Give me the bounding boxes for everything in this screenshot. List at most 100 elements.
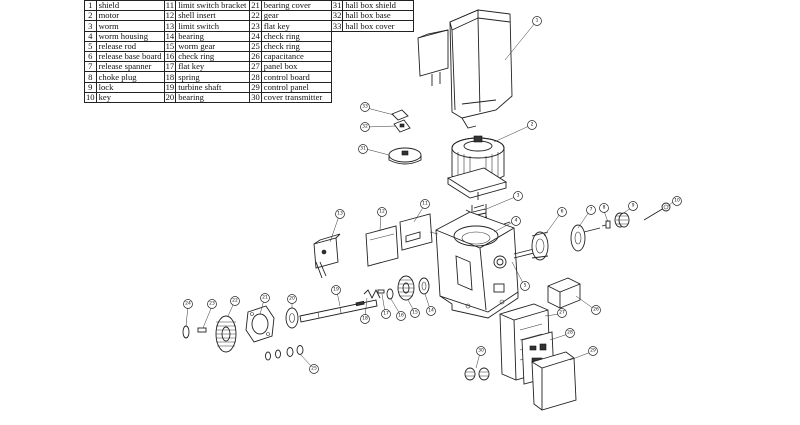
callout-28: 28 [565, 328, 575, 338]
choke-plug-part [601, 220, 611, 229]
callout-30: 30 [476, 346, 486, 356]
callout-label: 33 [362, 104, 368, 110]
callout-25: 25 [309, 364, 319, 374]
callout-8: 8 [599, 203, 609, 213]
callout-label: 26 [593, 307, 599, 313]
parts-list-table: 1 shield 11 limit switch bracket 21 bear… [84, 0, 415, 103]
callout-label: 13 [337, 211, 343, 217]
callout-label: 25 [311, 366, 317, 372]
bearing-part [418, 277, 430, 295]
callout-20: 20 [287, 294, 297, 304]
part-name: cover transmitter [260, 91, 332, 103]
small-shaft-parts [363, 288, 394, 300]
callout-5: 5 [520, 281, 530, 291]
callout-18: 18 [360, 314, 370, 324]
callout-label: 16 [398, 313, 404, 319]
callout-label: 3 [517, 193, 520, 199]
callout-9: 9 [628, 201, 638, 211]
callout-label: 29 [590, 348, 596, 354]
bearing-cover-part [245, 305, 275, 343]
release-base-board-part [531, 231, 549, 261]
shell-insert-part [365, 225, 399, 267]
cover-transmitter-part [464, 367, 490, 381]
callout-17: 17 [381, 309, 391, 319]
lock-part [614, 212, 630, 228]
callout-4: 4 [511, 216, 521, 226]
callout-21: 21 [260, 293, 270, 303]
callout-24: 24 [183, 299, 193, 309]
callout-3: 3 [513, 191, 523, 201]
part-name: bearing [175, 91, 251, 103]
callout-label: 7 [590, 207, 593, 213]
key-part [643, 202, 671, 221]
callout-11: 11 [420, 199, 430, 209]
parts-row: 4 worm housing 14 bearing 24 check ring [84, 30, 414, 42]
callout-27: 27 [557, 308, 567, 318]
callout-15: 15 [410, 308, 420, 318]
parts-row: 1 shield 11 limit switch bracket 21 bear… [84, 0, 415, 12]
callout-label: 9 [632, 203, 635, 209]
callout-label: 17 [383, 311, 389, 317]
callout-label: 23 [209, 301, 215, 307]
callout-26: 26 [591, 305, 601, 315]
callout-label: 22 [232, 298, 238, 304]
check-ring-part [182, 325, 190, 339]
callout-label: 19 [333, 287, 339, 293]
callout-label: 30 [478, 348, 484, 354]
release-spanner-part [570, 224, 601, 252]
callout-label: 10 [674, 198, 680, 204]
callout-29: 29 [588, 346, 598, 356]
callout-label: 18 [362, 316, 368, 322]
parts-row: 9 lock 19 turbine shaft 29 control panel [84, 81, 414, 93]
callout-label: 32 [362, 124, 368, 130]
callout-31: 31 [358, 144, 368, 154]
worm-gear-part [397, 275, 415, 301]
callout-22: 22 [230, 296, 240, 306]
callout-label: 4 [515, 218, 518, 224]
control-panel-part [531, 351, 577, 411]
limit-switch-bracket-part [399, 213, 439, 251]
capacitance-part [547, 277, 581, 309]
callout-label: 6 [561, 209, 564, 215]
callout-label: 24 [185, 301, 191, 307]
callout-label: 21 [262, 295, 268, 301]
callout-7: 7 [586, 205, 596, 215]
parts-row: 10 key 20 bearing 30 cover transmitter [84, 91, 414, 103]
part-name: hall box cover [342, 20, 415, 32]
callout-label: 20 [289, 296, 295, 302]
callout-label: 31 [360, 146, 366, 152]
callout-2: 2 [527, 120, 537, 130]
callout-16: 16 [396, 311, 406, 321]
callout-label: 12 [379, 209, 385, 215]
callout-33: 33 [360, 102, 370, 112]
callout-label: 14 [428, 308, 434, 314]
callout-19: 19 [331, 285, 341, 295]
callout-12: 12 [377, 207, 387, 217]
limit-switch-part [313, 233, 341, 279]
callout-label: 11 [422, 201, 428, 207]
callout-13: 13 [335, 209, 345, 219]
callout-label: 27 [559, 310, 565, 316]
flat-key-part [197, 327, 207, 333]
hall-box-parts [388, 109, 422, 165]
callout-23: 23 [207, 299, 217, 309]
part-name: key [95, 91, 165, 103]
gear-part [215, 315, 237, 353]
callout-label: 5 [524, 283, 527, 289]
shield-part [417, 9, 513, 129]
callout-32: 32 [360, 122, 370, 132]
callout-label: 1 [536, 18, 539, 24]
callout-14: 14 [426, 306, 436, 316]
worm-housing-part [435, 209, 519, 319]
callout-6: 6 [557, 207, 567, 217]
callout-label: 28 [567, 330, 573, 336]
callout-10: 10 [672, 196, 682, 206]
check-ring-set-part [265, 345, 304, 361]
parts-row: 5 release rod 15 worm gear 25 check ring [84, 40, 414, 52]
callout-label: 15 [412, 310, 418, 316]
callout-label: 8 [603, 205, 606, 211]
turbine-shaft-part [299, 299, 378, 323]
callout-1: 1 [532, 16, 542, 26]
callout-label: 2 [531, 122, 534, 128]
